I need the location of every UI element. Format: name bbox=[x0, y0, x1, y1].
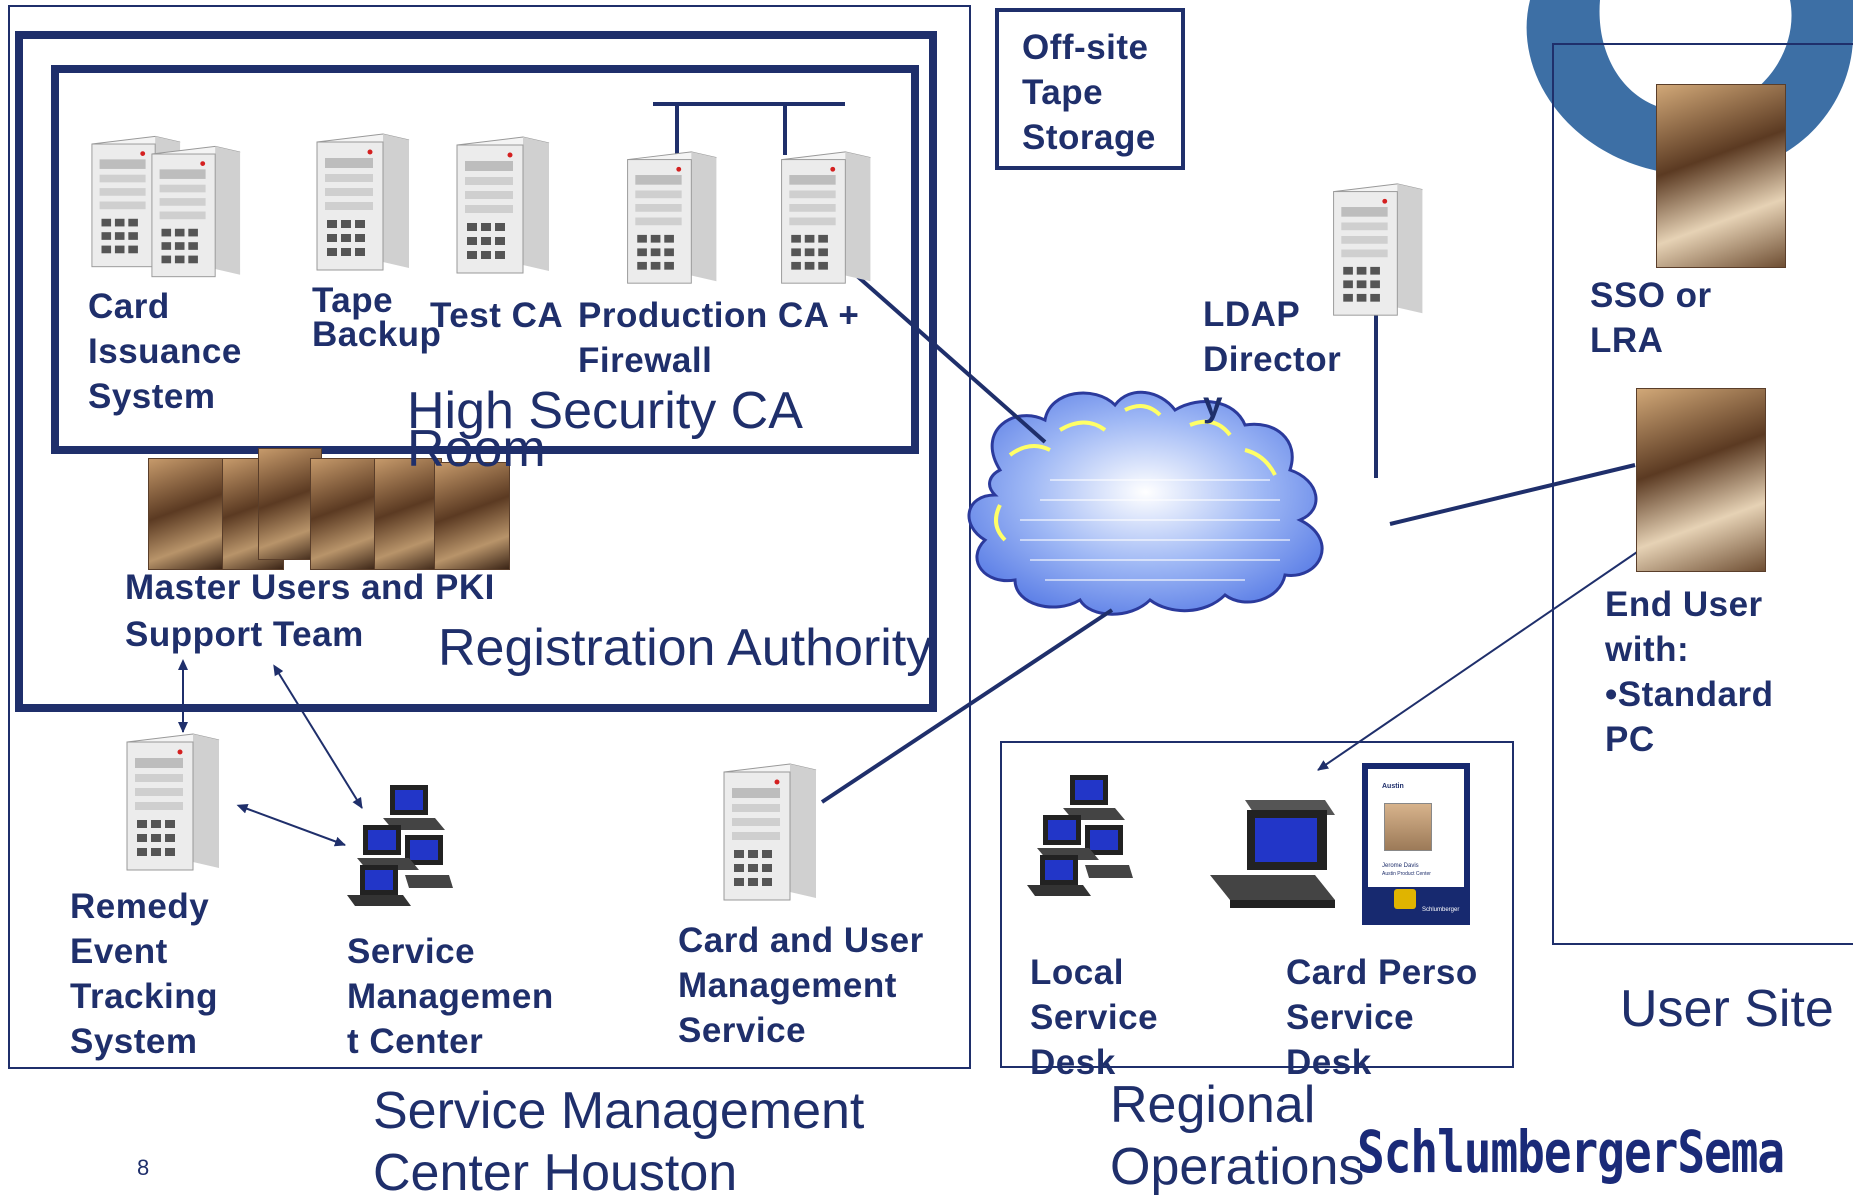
regional-label: Regional Operations bbox=[1110, 1076, 1365, 1196]
production-ca-label: Production CA +Firewall bbox=[578, 296, 860, 380]
arrow-enduser-perso bbox=[1317, 542, 1651, 771]
chip-icon bbox=[1394, 889, 1416, 909]
link-cloud-user bbox=[1389, 463, 1636, 526]
team-photo bbox=[374, 458, 442, 570]
test-ca-label: Test CA bbox=[430, 296, 564, 335]
ldap-server-icon bbox=[1330, 180, 1426, 320]
badge-center: Austin Product Center bbox=[1382, 871, 1431, 877]
link-production-cloud bbox=[846, 266, 1047, 444]
server-icon bbox=[624, 148, 720, 288]
server-icon bbox=[150, 142, 242, 282]
id-badge: Austin Jerome Davis Austin Product Cente… bbox=[1362, 763, 1470, 925]
badge-name: Jerome Davis bbox=[1382, 863, 1419, 869]
badge-city: Austin bbox=[1382, 783, 1404, 790]
badge-photo bbox=[1384, 803, 1432, 851]
computer-icon bbox=[1210, 800, 1335, 908]
registration-label: Registration Authority bbox=[438, 619, 933, 677]
server-icon bbox=[778, 148, 874, 288]
schlumbergersema-logo: SchlumbergerSema bbox=[1357, 1118, 1785, 1186]
server-icon bbox=[455, 133, 551, 278]
service-center-label: Service Management Center Houston bbox=[373, 1082, 865, 1202]
remedy-server-icon bbox=[125, 730, 221, 875]
badge-brand: Schlumberger bbox=[1422, 907, 1460, 913]
page-number: 8 bbox=[137, 1155, 150, 1180]
card-user-server-icon bbox=[722, 760, 818, 905]
arrow-remedy-smc bbox=[236, 804, 346, 847]
workstation-cluster-icon bbox=[1025, 770, 1135, 900]
sso-photo bbox=[1656, 84, 1786, 268]
team-photo bbox=[434, 462, 510, 570]
server-icon bbox=[315, 130, 411, 275]
end-user-photo bbox=[1636, 388, 1766, 572]
workstation-cluster-icon bbox=[345, 780, 455, 910]
user-site-label: User Site bbox=[1620, 980, 1834, 1038]
high-security-label: High Security CA Room bbox=[407, 382, 803, 478]
team-photo bbox=[310, 458, 378, 570]
team-photo bbox=[148, 458, 224, 570]
